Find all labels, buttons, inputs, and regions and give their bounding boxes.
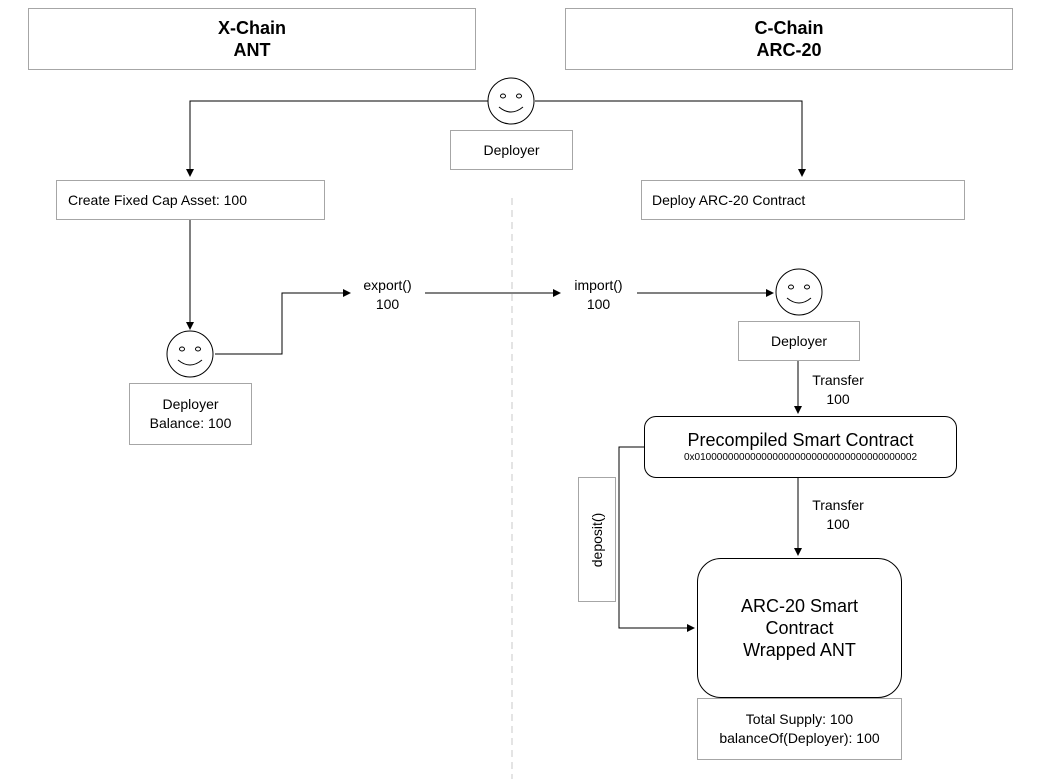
export-fn: export() (363, 277, 412, 293)
import-label: import() 100 (560, 276, 637, 314)
create-asset-text: Create Fixed Cap Asset: 100 (68, 192, 247, 208)
total-supply-box: Total Supply: 100 balanceOf(Deployer): 1… (697, 698, 902, 760)
create-asset-box: Create Fixed Cap Asset: 100 (56, 180, 325, 220)
deployer-right-text: Deployer (770, 333, 828, 349)
deploy-contract-text: Deploy ARC-20 Contract (652, 192, 806, 208)
import-amount: 100 (586, 296, 611, 312)
arrow-deployer-export (215, 289, 351, 355)
transfer-1-text: Transfer (812, 372, 864, 388)
deployer-top-label: Deployer (450, 130, 573, 170)
c-chain-subtitle: ARC-20 (756, 40, 822, 60)
transfer-label-2: Transfer 100 (800, 496, 876, 534)
import-fn: import() (574, 277, 623, 293)
transfer-2-text: Transfer (812, 497, 864, 513)
arc20-title-line-3: Wrapped ANT (743, 640, 856, 660)
precompiled-contract-box: Precompiled Smart Contract 0x01000000000… (644, 416, 957, 478)
deployer-balance-title: Deployer (162, 396, 219, 412)
c-chain-header: C-Chain ARC-20 (565, 8, 1013, 70)
deposit-text: deposit() (589, 512, 605, 567)
x-chain-header: X-Chain ANT (28, 8, 476, 70)
export-label: export() 100 (350, 276, 425, 314)
arc20-title-line-2: Contract (765, 618, 834, 638)
arc20-title-line-1: ARC-20 Smart (740, 596, 859, 616)
smiley-face-icon (775, 268, 823, 316)
x-chain-title: X-Chain (217, 18, 286, 38)
arrow-deployer-to-create-asset (186, 100, 488, 177)
x-chain-subtitle: ANT (233, 40, 271, 60)
arrow-deployer-to-deploy-contract (535, 100, 806, 177)
transfer-1-amount: 100 (826, 391, 850, 407)
c-chain-title: C-Chain (754, 18, 824, 38)
smiley-face-icon (166, 330, 214, 378)
deployer-balance-box: Deployer Balance: 100 (129, 383, 252, 445)
deposit-label-box: deposit() (578, 477, 616, 602)
transfer-label-1: Transfer 100 (800, 371, 876, 409)
precompiled-title: Precompiled Smart Contract (687, 429, 914, 450)
smiley-face-icon (487, 77, 535, 125)
deployer-right-label: Deployer (738, 321, 860, 361)
deployer-balance-value: Balance: 100 (149, 415, 232, 431)
total-supply-text: Total Supply: 100 (745, 711, 854, 727)
transfer-2-amount: 100 (826, 516, 850, 532)
balance-of-text: balanceOf(Deployer): 100 (719, 730, 880, 746)
arrow-deposit (618, 446, 695, 632)
deployer-top-text: Deployer (483, 142, 540, 158)
arc20-contract-box: ARC-20 Smart Contract Wrapped ANT (697, 558, 902, 698)
precompiled-address: 0x01000000000000000000000000000000000000… (683, 451, 918, 463)
deploy-contract-box: Deploy ARC-20 Contract (641, 180, 965, 220)
export-amount: 100 (375, 296, 400, 312)
